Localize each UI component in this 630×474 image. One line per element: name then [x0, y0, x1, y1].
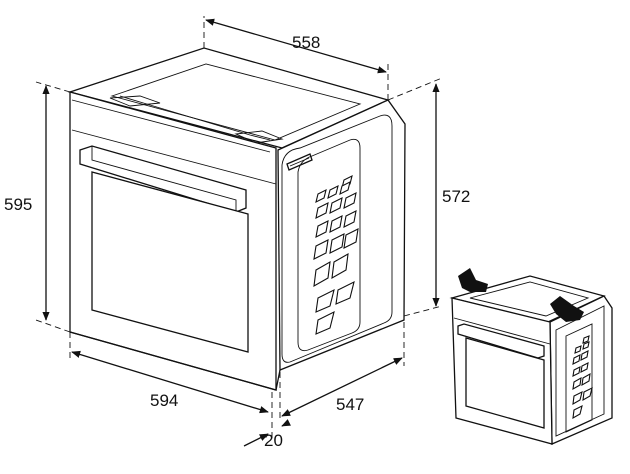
oven-side-handle-grip — [286, 153, 313, 171]
dimension-line-offset-left — [243, 433, 269, 447]
oven-side-recess — [297, 138, 361, 352]
install-oven-vent-slots — [572, 335, 593, 420]
install-oven-handle — [457, 323, 545, 359]
vent-slot — [582, 335, 590, 344]
vent-slot — [572, 404, 583, 420]
install-oven-top-panel — [469, 281, 590, 317]
extension-line — [403, 305, 443, 317]
install-oven — [449, 275, 613, 445]
vent-slot — [327, 184, 339, 200]
hand-pointer-icon — [550, 296, 584, 322]
vent-slot — [329, 215, 343, 233]
vent-slot — [315, 202, 329, 219]
vent-slot — [572, 390, 583, 406]
install-hand-left — [458, 268, 488, 292]
install-hand-right — [550, 296, 584, 322]
vent-slot — [331, 252, 349, 280]
label-height-front: 595 — [4, 195, 32, 214]
vent-slot — [313, 260, 331, 288]
install-oven-window — [465, 337, 545, 429]
vent-slot — [343, 210, 357, 228]
oven-door-handle-edge — [91, 146, 237, 212]
dimension-line-width-front — [71, 350, 269, 414]
oven-control-strip-line — [71, 129, 277, 185]
vent-slot — [572, 366, 581, 377]
vent-slot — [574, 345, 582, 354]
label-width-front: 594 — [150, 391, 178, 410]
install-oven-side-frame — [555, 305, 605, 437]
dimension-line-depth-top — [205, 18, 387, 74]
vent-slot — [582, 386, 593, 402]
dimension-labels: 558 595 572 594 547 20 — [4, 33, 470, 450]
hand-pointer-icon — [458, 268, 488, 292]
label-height-side: 572 — [442, 187, 470, 206]
extension-line — [35, 81, 71, 93]
label-depth-top: 558 — [292, 33, 320, 52]
dimension-line-depth-side — [281, 357, 403, 417]
vent-slot — [580, 350, 589, 361]
oven-top-seam — [119, 95, 271, 141]
vent-slot — [329, 197, 343, 214]
label-offset: 20 — [264, 431, 283, 450]
main-oven — [67, 47, 406, 391]
extension-line — [387, 77, 443, 101]
extension-line — [35, 319, 71, 333]
dimension-line-offset-right — [281, 419, 291, 427]
vent-slot — [343, 228, 359, 249]
vent-slot — [343, 192, 357, 209]
vent-slot — [315, 220, 329, 238]
oven-side-vent-slots — [313, 174, 359, 335]
vent-slot — [339, 180, 351, 196]
vent-slot — [572, 376, 582, 391]
vent-slot — [315, 310, 335, 335]
install-oven-control-line — [453, 317, 551, 345]
oven-top-panel — [110, 63, 362, 141]
install-oven-side-recess — [565, 323, 593, 433]
vent-slot — [315, 188, 327, 204]
oven-side-handle-line — [289, 157, 310, 167]
vent-slot — [580, 362, 589, 373]
label-depth-side: 547 — [336, 395, 364, 414]
vent-slot — [313, 239, 329, 260]
vent-slot — [315, 288, 335, 313]
vent-slot — [335, 280, 355, 305]
vent-slot — [582, 341, 590, 350]
dimension-lines — [35, 16, 443, 447]
oven-top-clip-left — [109, 95, 161, 107]
vent-slot — [329, 233, 345, 254]
oven-front-top-edge — [71, 99, 271, 153]
oven-top-clip-right — [234, 130, 284, 144]
vent-slot — [581, 372, 591, 387]
vent-slot — [572, 354, 581, 365]
